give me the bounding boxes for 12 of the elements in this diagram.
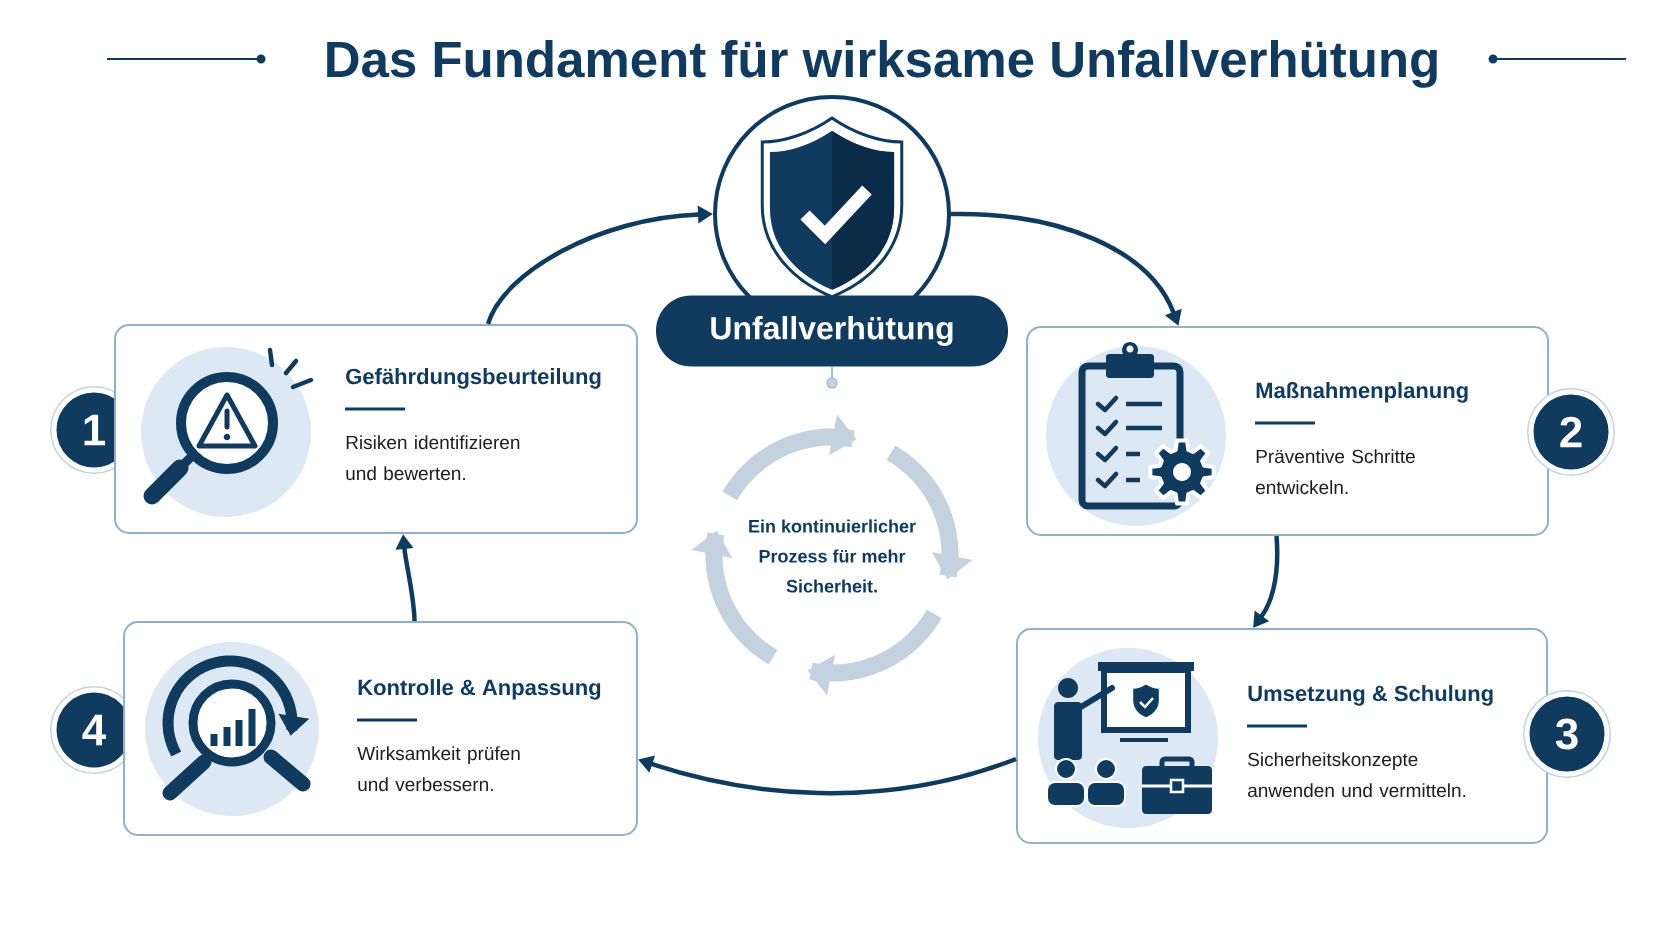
card-text: Risiken identifizieren und bewerten. <box>346 435 520 481</box>
step-number: 2 <box>1527 388 1615 476</box>
card-text: Sicherheitskonzepte anwenden und vermitteln. <box>1248 752 1466 798</box>
card-heading: Umsetzung & Schulung <box>1248 685 1493 706</box>
card-heading: Gefährdungsbeurteilung <box>346 368 601 389</box>
card-heading: Kontrolle & Anpassung <box>358 679 601 700</box>
card-text: Wirksamkeit prüfen und verbessern. <box>357 746 520 792</box>
step-number: 3 <box>1523 690 1611 778</box>
center-banner: Unfallverhütung <box>656 295 1008 367</box>
card-text: Präventive Schritte entwickeln. <box>1256 449 1415 495</box>
card-heading: Maßnahmenplanung <box>1256 382 1468 403</box>
title: Das Fundament für wirksame Unfallverhütung <box>327 40 1437 88</box>
